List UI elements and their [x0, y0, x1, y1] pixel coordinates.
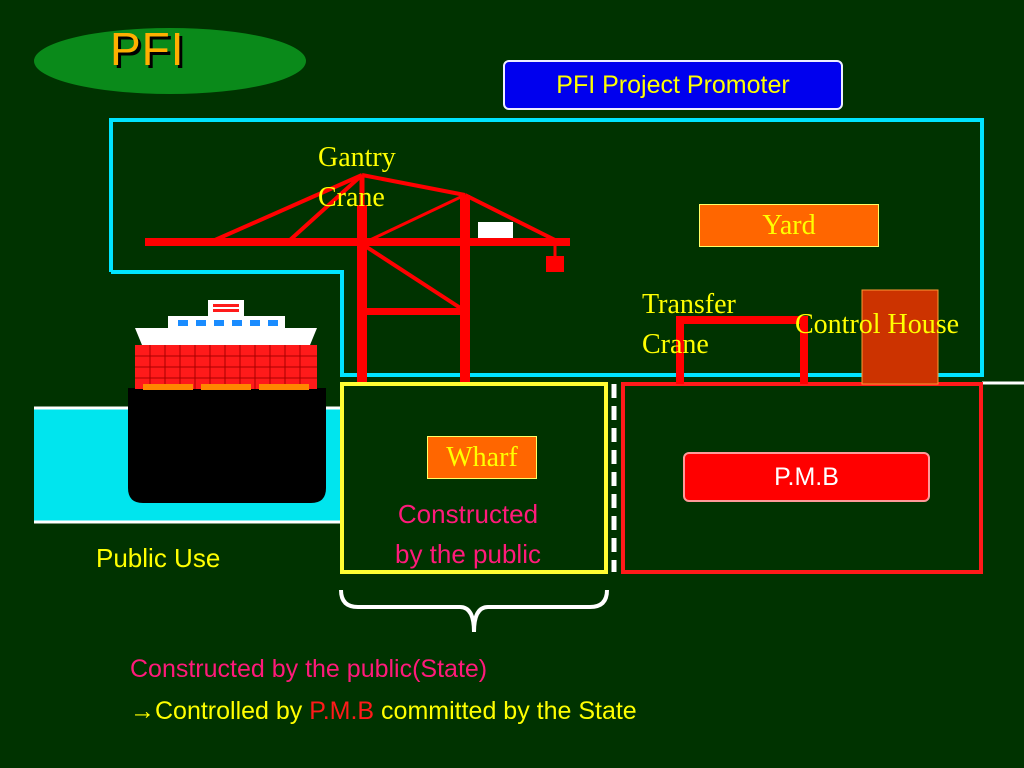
constructed-by-public-label: Constructed by the public [350, 494, 586, 574]
bottom-line2-prefix: →Controlled by [130, 697, 310, 725]
pfi-promoter-label: PFI Project Promoter [556, 70, 790, 99]
gantry-crane-label: Gantry Crane [318, 138, 396, 218]
title-oval [34, 28, 306, 94]
control-house-building [861, 289, 939, 385]
pfi-boundary-outline [109, 118, 984, 377]
page-title: PFI [110, 23, 185, 75]
trolley [478, 222, 513, 238]
constructed-line2: by the public [395, 539, 541, 569]
gantry-crane-label-line1: Gantry [318, 142, 396, 173]
pmb-label: P.M.B [774, 462, 839, 491]
transfer-crane-label-line1: Transfer [642, 289, 736, 320]
bottom-line1: Constructed by the public(State) [130, 655, 488, 683]
bottom-caption: Constructed by the public(State) →Contro… [130, 648, 637, 732]
constructed-line1: Constructed [397, 499, 539, 529]
transfer-crane-drawing [676, 316, 808, 384]
yard-box: Yard [699, 204, 879, 247]
public-area-outline [340, 382, 608, 574]
pfi-promoter-box: PFI Project Promoter [503, 60, 843, 110]
transfer-crane-label: Transfer Crane [642, 285, 736, 365]
wharf-box: Wharf [427, 436, 537, 479]
bottom-line2: →Controlled by P.M.B committed by the St… [130, 690, 637, 732]
container-ship-drawing [128, 300, 326, 503]
gantry-crane-label-line2: Crane [318, 182, 385, 213]
bottom-line2-highlight: P.M.B [309, 697, 375, 725]
gantry-crane-drawing [145, 173, 570, 382]
pmb-box: P.M.B [683, 452, 930, 502]
control-house-label: Control House [795, 309, 960, 340]
curly-brace [339, 589, 609, 633]
bottom-line2-suffix: committed by the State [374, 697, 637, 725]
yard-label: Yard [762, 209, 816, 241]
public-use-label: Public Use [96, 543, 221, 573]
transfer-crane-label-line2: Crane [642, 329, 709, 360]
wharf-label: Wharf [446, 441, 518, 473]
